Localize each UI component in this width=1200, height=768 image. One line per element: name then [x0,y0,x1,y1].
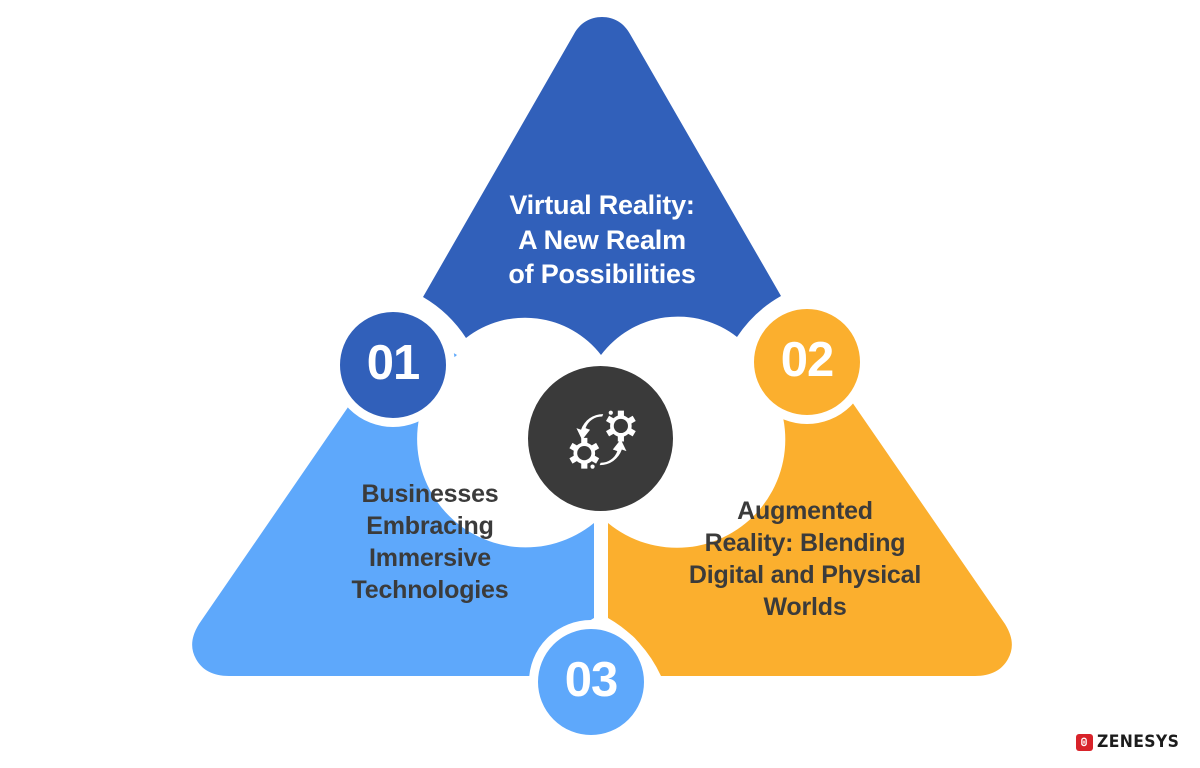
segment-top-shape[interactable] [423,17,781,355]
brand-logo[interactable]: ZENESYS [1075,732,1186,752]
zenesys-mark-icon [1075,733,1093,751]
segment-left-shape[interactable] [192,314,594,676]
badge-03[interactable]: 03 [529,620,653,744]
badge-02[interactable]: 02 [745,300,869,424]
segment-right-label: Augmented Reality: Blending Digital and … [688,497,922,621]
badge-01[interactable]: 01 [331,303,455,427]
badge-02-label: 02 [780,333,835,387]
segment-left-label: Businesses Embracing Immersive Technolog… [351,480,509,604]
gears-process-icon [553,391,649,487]
badge-01-label: 01 [366,336,421,390]
segment-top-label: Virtual Reality: A New Realm of Possibil… [508,190,696,290]
zenesys-wordmark: ZENESYS [1096,732,1179,752]
center-medallion[interactable] [517,355,684,522]
badge-03-label: 03 [564,653,619,707]
segment-right-shape[interactable] [608,315,1012,676]
